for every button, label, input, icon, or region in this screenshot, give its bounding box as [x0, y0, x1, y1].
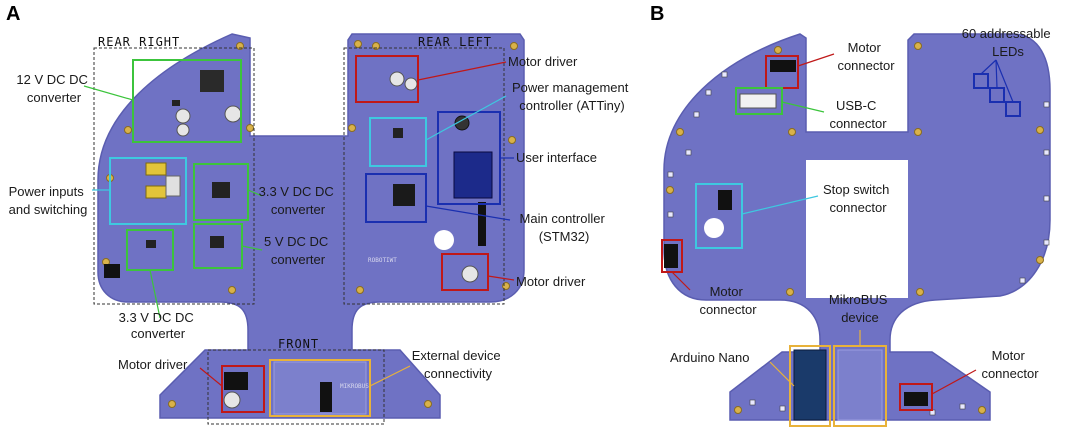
label-arduino: Arduino Nano	[670, 350, 750, 365]
label-motor-driver-right: Motor driver	[516, 274, 586, 289]
chip-stm32	[393, 184, 415, 206]
label-motor-driver-top: Motor driver	[508, 54, 578, 69]
power-switch-yellow-2	[145, 185, 167, 199]
label-leds: 60 addressable LEDs	[962, 26, 1055, 59]
highlight-boxes-b	[661, 55, 1021, 427]
label-motor-conn-top: Motor connector	[837, 40, 895, 73]
label-stop-switch: Stop switch connector	[823, 182, 893, 215]
panel-b-label: B	[650, 3, 664, 25]
label-external-device: External device connectivity	[412, 348, 505, 381]
box-power-inputs	[109, 157, 187, 225]
label-12v-converter: 12 V DC DC converter	[16, 72, 91, 105]
box-usbc	[735, 87, 783, 115]
label-power-inputs: Power inputs and switching	[9, 184, 88, 217]
box-motor-right	[441, 253, 489, 291]
region-front: FRONT	[278, 337, 319, 351]
label-user-interface: User interface	[516, 150, 597, 165]
label-motor-conn-right: Motor connector	[981, 348, 1039, 381]
board-b-hole-left	[704, 218, 724, 238]
box-stop-switch	[695, 183, 743, 249]
mounting-holes-a	[102, 40, 518, 408]
box-external-device	[269, 359, 371, 417]
label-main-controller: Main controller (STM32)	[520, 211, 609, 244]
label-motor-conn-left: Motor connector	[699, 284, 757, 317]
board-a-hole-right	[434, 230, 454, 250]
box-motor-front	[221, 365, 265, 413]
label-power-mgmt: Power management controller (ATTiny)	[512, 80, 632, 113]
chip-12v	[172, 100, 180, 106]
pin-headers-b	[664, 60, 928, 406]
mikrobus-mark-a: MIKROBUS	[340, 383, 369, 390]
box-power-mgmt	[369, 117, 427, 167]
board-a: ROBOTIWT MIKROBUS	[97, 33, 525, 419]
label-mikrobus: MikroBUS device	[829, 292, 891, 325]
leader-lines-a	[83, 61, 515, 387]
led-ring-b	[667, 71, 1050, 416]
box-motor-conn-right	[899, 383, 933, 411]
power-switch-yellow-1	[145, 162, 167, 176]
usbc-port	[739, 93, 777, 109]
rotary-encoder	[454, 115, 470, 131]
mikrobus-footprint-b	[837, 349, 883, 421]
board-b-center-cutout	[806, 160, 908, 298]
pin-headers-a	[104, 202, 486, 390]
dashed-regions	[93, 47, 505, 425]
box-motor-top	[355, 55, 419, 103]
region-rear-right: REAR RIGHT	[98, 35, 180, 49]
header-row-front	[320, 382, 332, 412]
inductor-12v	[200, 70, 224, 92]
region-rear-left-box	[343, 47, 505, 305]
stop-switch-header	[718, 190, 732, 210]
label-motor-driver-front: Motor driver	[118, 357, 188, 372]
label-usbc: USB-C connector	[829, 98, 887, 131]
mounting-holes-b	[666, 42, 1044, 414]
label-5v: 5 V DC DC converter	[264, 234, 332, 267]
arduino-nano-board	[793, 349, 827, 421]
board-a-outline	[97, 33, 525, 419]
box-33v-upper	[193, 163, 249, 221]
panel-a-label: A	[6, 3, 20, 25]
leader-lines-b	[671, 53, 1014, 395]
board-b	[663, 33, 1051, 421]
motor-cap-front	[223, 391, 241, 409]
chip-33v-upper	[212, 182, 230, 198]
connector-power	[165, 175, 181, 197]
region-rear-left: REAR LEFT	[418, 35, 492, 49]
box-arduino	[789, 345, 831, 427]
chip-33v-lower	[146, 240, 156, 248]
oled-display	[453, 151, 493, 199]
label-33v-upper: 3.3 V DC DC converter	[259, 184, 338, 217]
box-main-controller	[365, 173, 427, 223]
region-rear-right-box	[93, 47, 255, 305]
motor-cap-right	[461, 265, 479, 283]
chip-attiny	[393, 128, 403, 138]
capacitors-12v	[175, 71, 418, 137]
chip-5v	[210, 236, 224, 248]
region-front-box	[207, 349, 385, 425]
robot-mark-a: ROBOTIWT	[368, 257, 397, 264]
box-12v-converter	[132, 59, 242, 143]
label-33v-lower: 3.3 V DC DC converter	[119, 310, 198, 341]
